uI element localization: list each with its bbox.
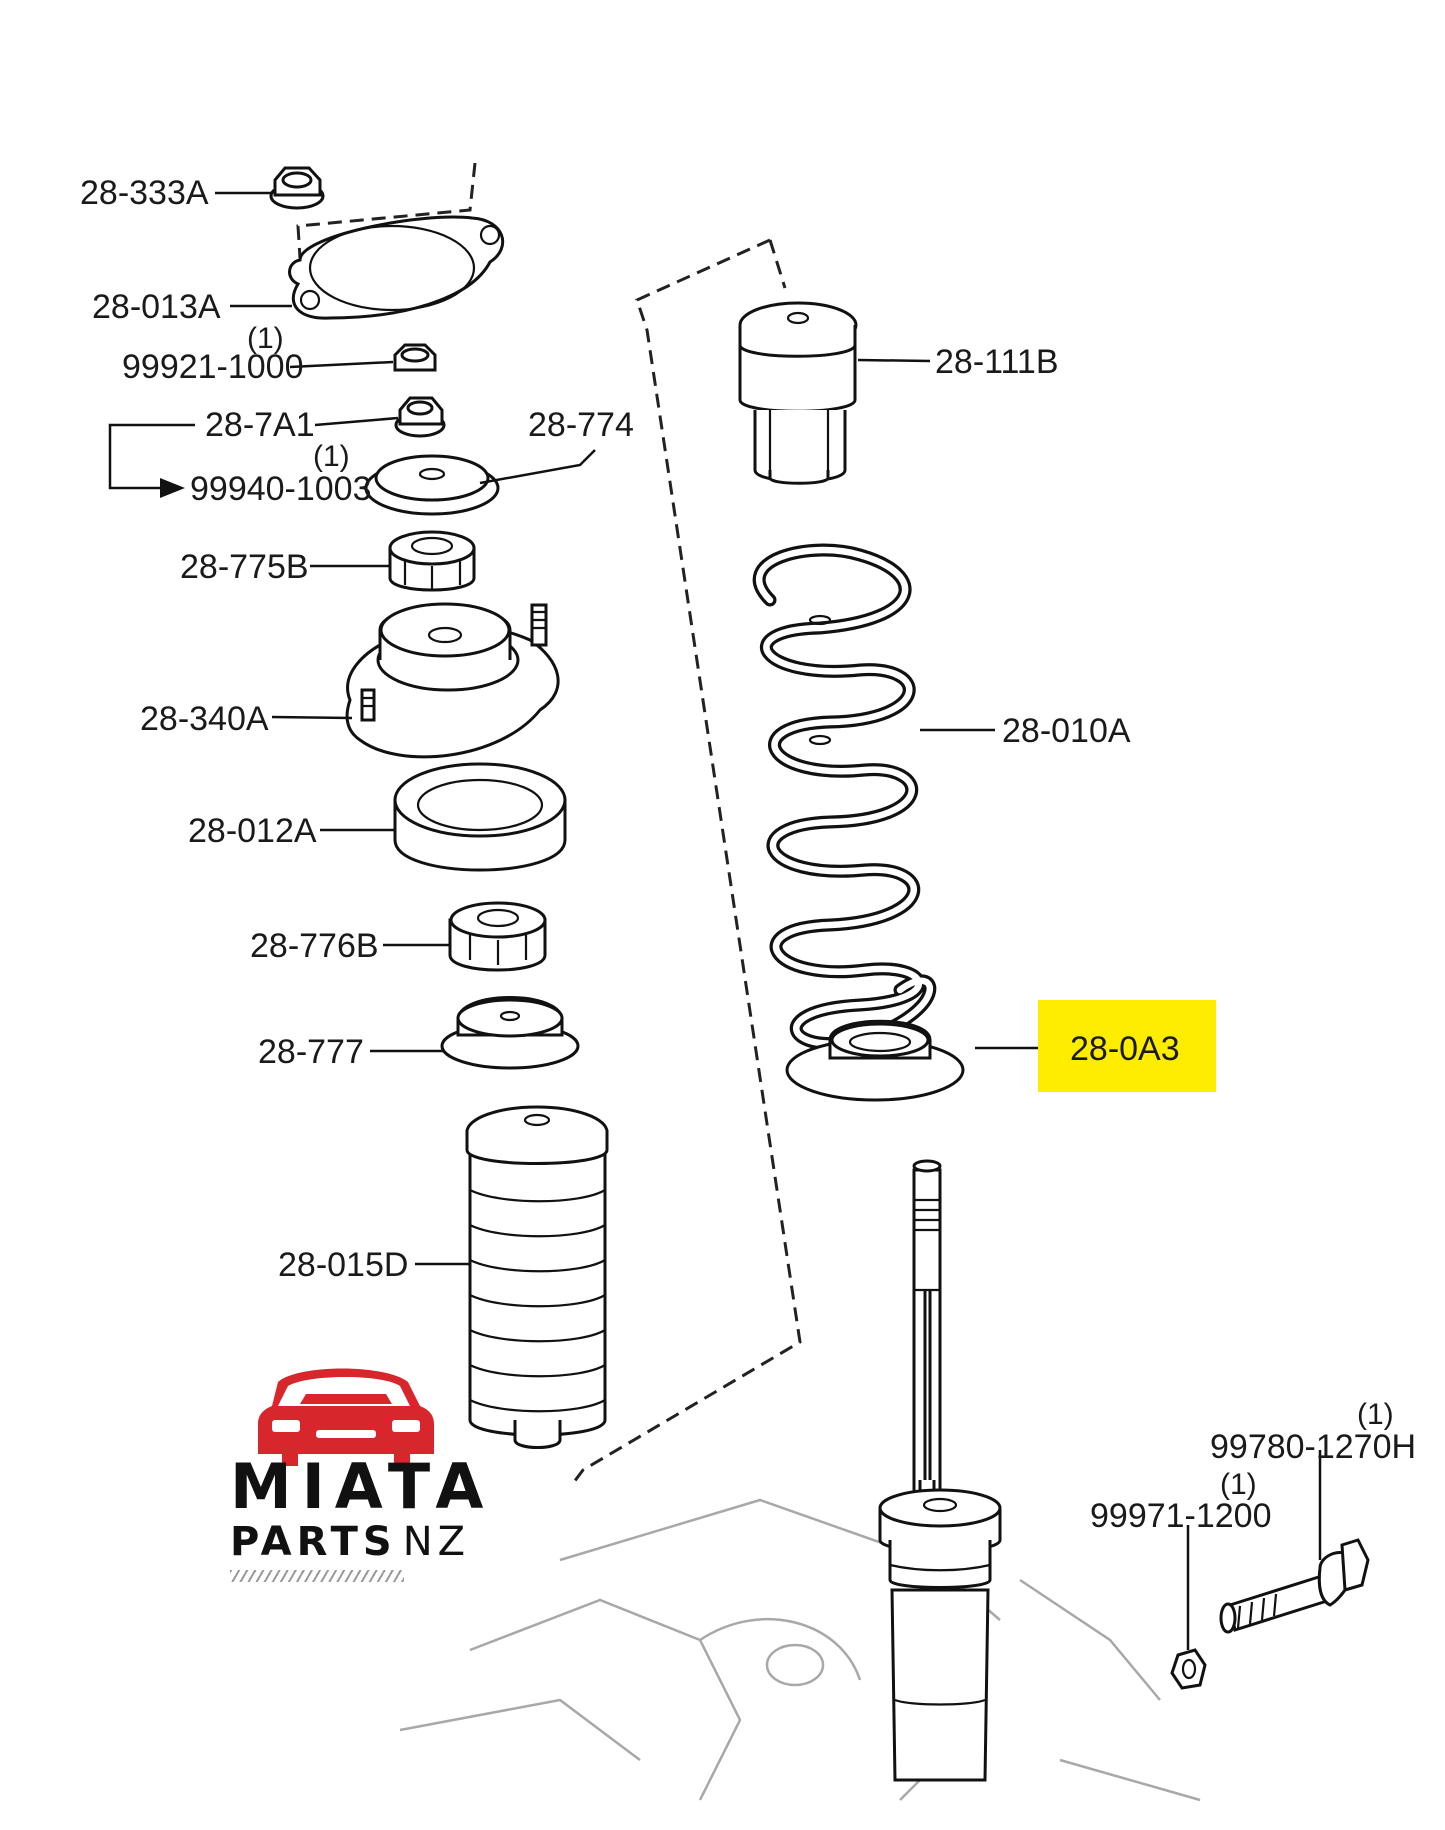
label-99780-1270H[interactable]: 99780-1270H [1210,1428,1416,1466]
qty-99940-1003: (1) [313,440,350,473]
label-28-012A[interactable]: 28-012A [188,812,317,850]
part-28-7A1-nut[interactable] [394,396,446,438]
label-99940-1003[interactable]: 99940-1003 [190,470,372,508]
logo-nz-text: NZ [402,1519,471,1565]
label-28-776B[interactable]: 28-776B [250,927,379,965]
label-28-777[interactable]: 28-777 [258,1033,364,1071]
part-labels: 28-333A 28-013A (1) 99921-1000 28-7A1 (1… [80,174,1416,1535]
part-28-0A3-seat[interactable] [785,1019,965,1102]
part-28-340A-mount[interactable] [345,602,560,759]
label-28-340A[interactable]: 28-340A [140,700,269,738]
part-28-010A-spring[interactable] [752,543,937,1051]
part-99971-1200-nut[interactable] [1170,1648,1207,1690]
qty-99971-1200: (1) [1220,1468,1257,1501]
label-28-7A1[interactable]: 28-7A1 [205,406,315,444]
label-28-775B[interactable]: 28-775B [180,548,309,586]
part-99921-1000-nut[interactable] [393,343,437,372]
faded-chassis-outline [399,1498,1201,1802]
part-28-774-washer[interactable] [364,454,500,516]
part-28-333A-nut[interactable] [269,166,325,210]
part-28-012A-seat[interactable] [393,762,567,872]
shock-absorber[interactable] [878,1159,1002,1782]
logo-parts-text: PARTS [230,1519,397,1565]
bracket-arrow [108,423,195,498]
label-28-333A[interactable]: 28-333A [80,174,209,212]
assembly-dashed-lines [296,162,802,1483]
highlight-box [1038,1000,1216,1092]
part-28-775B-bushing[interactable] [388,530,476,592]
part-28-015D-boot[interactable] [465,1105,609,1449]
label-99921-1000[interactable]: 99921-1000 [122,348,304,386]
leader-lines [215,191,1322,1650]
part-99780-1270H-bolt[interactable] [1219,1538,1370,1634]
part-28-013A-plate[interactable] [288,215,505,320]
part-28-111B-bumpstop[interactable] [738,301,858,485]
part-28-776B-bushing[interactable] [448,901,547,972]
qty-99780-1270H: (1) [1357,1398,1394,1431]
qty-99921-1000: (1) [247,322,284,355]
logo-hatch-stripe [230,1570,404,1582]
label-99971-1200[interactable]: 99971-1200 [1090,1497,1272,1535]
label-28-774[interactable]: 28-774 [528,406,634,444]
red-car-icon [258,1368,434,1466]
label-28-010A[interactable]: 28-010A [1002,712,1131,750]
label-28-111B[interactable]: 28-111B [935,343,1059,381]
label-28-0A3[interactable]: 28-0A3 [1070,1030,1180,1068]
label-28-015D[interactable]: 28-015D [278,1246,408,1284]
label-28-013A[interactable]: 28-013A [92,288,221,326]
logo-line-1: MIATA [230,1450,494,1523]
part-28-777-cup[interactable] [440,996,580,1070]
